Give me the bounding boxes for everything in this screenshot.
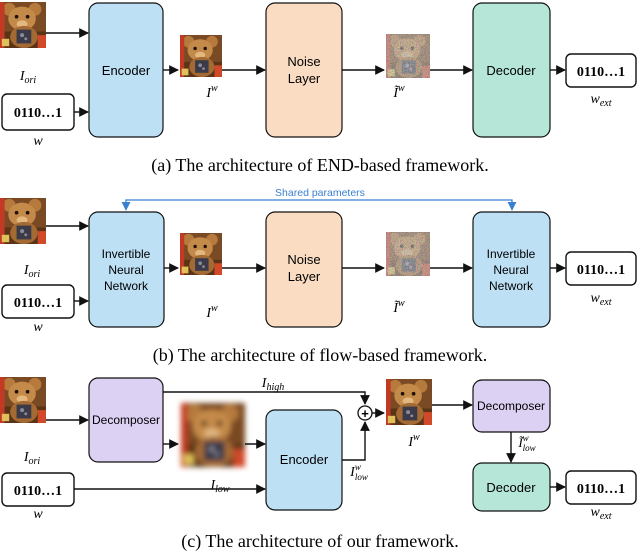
noise-layer-label-1: Noise xyxy=(287,54,320,69)
decoder-label: Decoder xyxy=(486,63,536,78)
caption-b: (b) The architecture of flow-based frame… xyxy=(153,345,488,366)
low-frequency-label: Ilow xyxy=(209,478,229,495)
noise-layer-label-b1: Noise xyxy=(287,252,320,267)
high-frequency-label: Ihigh xyxy=(261,376,284,393)
original-image-label-c: Iori xyxy=(23,450,41,467)
inn-block-inverse xyxy=(472,211,551,328)
watermark-label: w xyxy=(33,134,43,149)
original-image-b xyxy=(0,198,46,244)
extracted-watermark-box xyxy=(565,53,637,88)
watermark-bits-b: 0110…1 xyxy=(14,296,62,311)
noised-image-label: Ĩw xyxy=(392,83,405,101)
watermark-label-c: w xyxy=(33,507,43,522)
noised-image-b xyxy=(386,232,430,276)
watermark-label-b: w xyxy=(33,320,43,335)
decomposer-label-2: Decomposer xyxy=(477,399,545,413)
inn-inverse-label-1: Invertible xyxy=(487,247,536,261)
inn-label-1: Invertible xyxy=(102,247,151,261)
decoder-label-c: Decoder xyxy=(486,480,536,495)
panel-b: Shared parameters Iori 0110…1 w Invertib… xyxy=(0,187,637,366)
sum-symbol: + xyxy=(361,406,369,421)
panel-a: Iori 0110…1 w Encoder Iw Noise Layer Ĩw … xyxy=(0,2,637,176)
encoded-image-c xyxy=(386,379,432,425)
inn-label-3: Network xyxy=(104,279,149,293)
decomposer-label: Decomposer xyxy=(92,413,160,427)
original-image-c xyxy=(0,377,46,423)
extracted-watermark-label-c: wext xyxy=(591,505,612,522)
original-image xyxy=(0,2,46,48)
encoded-image-label: Iw xyxy=(205,83,218,101)
encoder-label: Encoder xyxy=(102,63,151,78)
high-frequency-arrow xyxy=(163,391,370,405)
encoded-image xyxy=(180,35,222,77)
extracted-watermark-label-b: wext xyxy=(591,291,612,308)
extracted-bits-b: 0110…1 xyxy=(577,263,625,278)
original-image-label: Iori xyxy=(19,69,37,86)
low-frequency-image xyxy=(181,403,245,467)
shared-parameters-label: Shared parameters xyxy=(275,187,365,199)
noise-layer-label-b2: Layer xyxy=(288,269,321,284)
inn-block-forward xyxy=(88,211,165,328)
extracted-bits: 0110…1 xyxy=(577,65,625,80)
extracted-watermark-label: wext xyxy=(591,92,612,109)
shared-parameters-arrow xyxy=(121,199,517,211)
encoded-image-b xyxy=(180,233,222,275)
watermark-bits-c: 0110…1 xyxy=(14,484,62,499)
noised-image-label-b: Ĩw xyxy=(392,298,405,316)
caption-a: (a) The architecture of END-based framew… xyxy=(151,155,489,176)
low-watermarked-arrow xyxy=(342,421,370,461)
original-image-label-b: Iori xyxy=(23,263,41,280)
caption-c: (c) The architecture of our framework. xyxy=(181,531,459,552)
encoded-image-label-b: Iw xyxy=(205,303,218,321)
noise-layer-block-b xyxy=(265,211,343,328)
extracted-bits-c: 0110…1 xyxy=(577,482,625,497)
inn-inverse-label-2: Neural xyxy=(493,263,528,277)
decomposer-block xyxy=(88,377,164,463)
encoder-label-c: Encoder xyxy=(280,452,329,467)
panel-c: Iori Decomposer Ihigh Ilow 0110…1 w Enco… xyxy=(0,376,637,552)
encoded-image-label-c: Iw xyxy=(407,432,420,450)
inn-label-2: Neural xyxy=(108,263,143,277)
watermark-bits: 0110…1 xyxy=(14,106,62,121)
extracted-watermark-box-b xyxy=(565,251,637,286)
extracted-watermark-box-c xyxy=(565,470,637,505)
noise-layer-block xyxy=(265,2,343,138)
noised-image xyxy=(386,34,430,78)
inn-inverse-label-3: Network xyxy=(489,279,534,293)
noise-layer-label-2: Layer xyxy=(288,71,321,86)
